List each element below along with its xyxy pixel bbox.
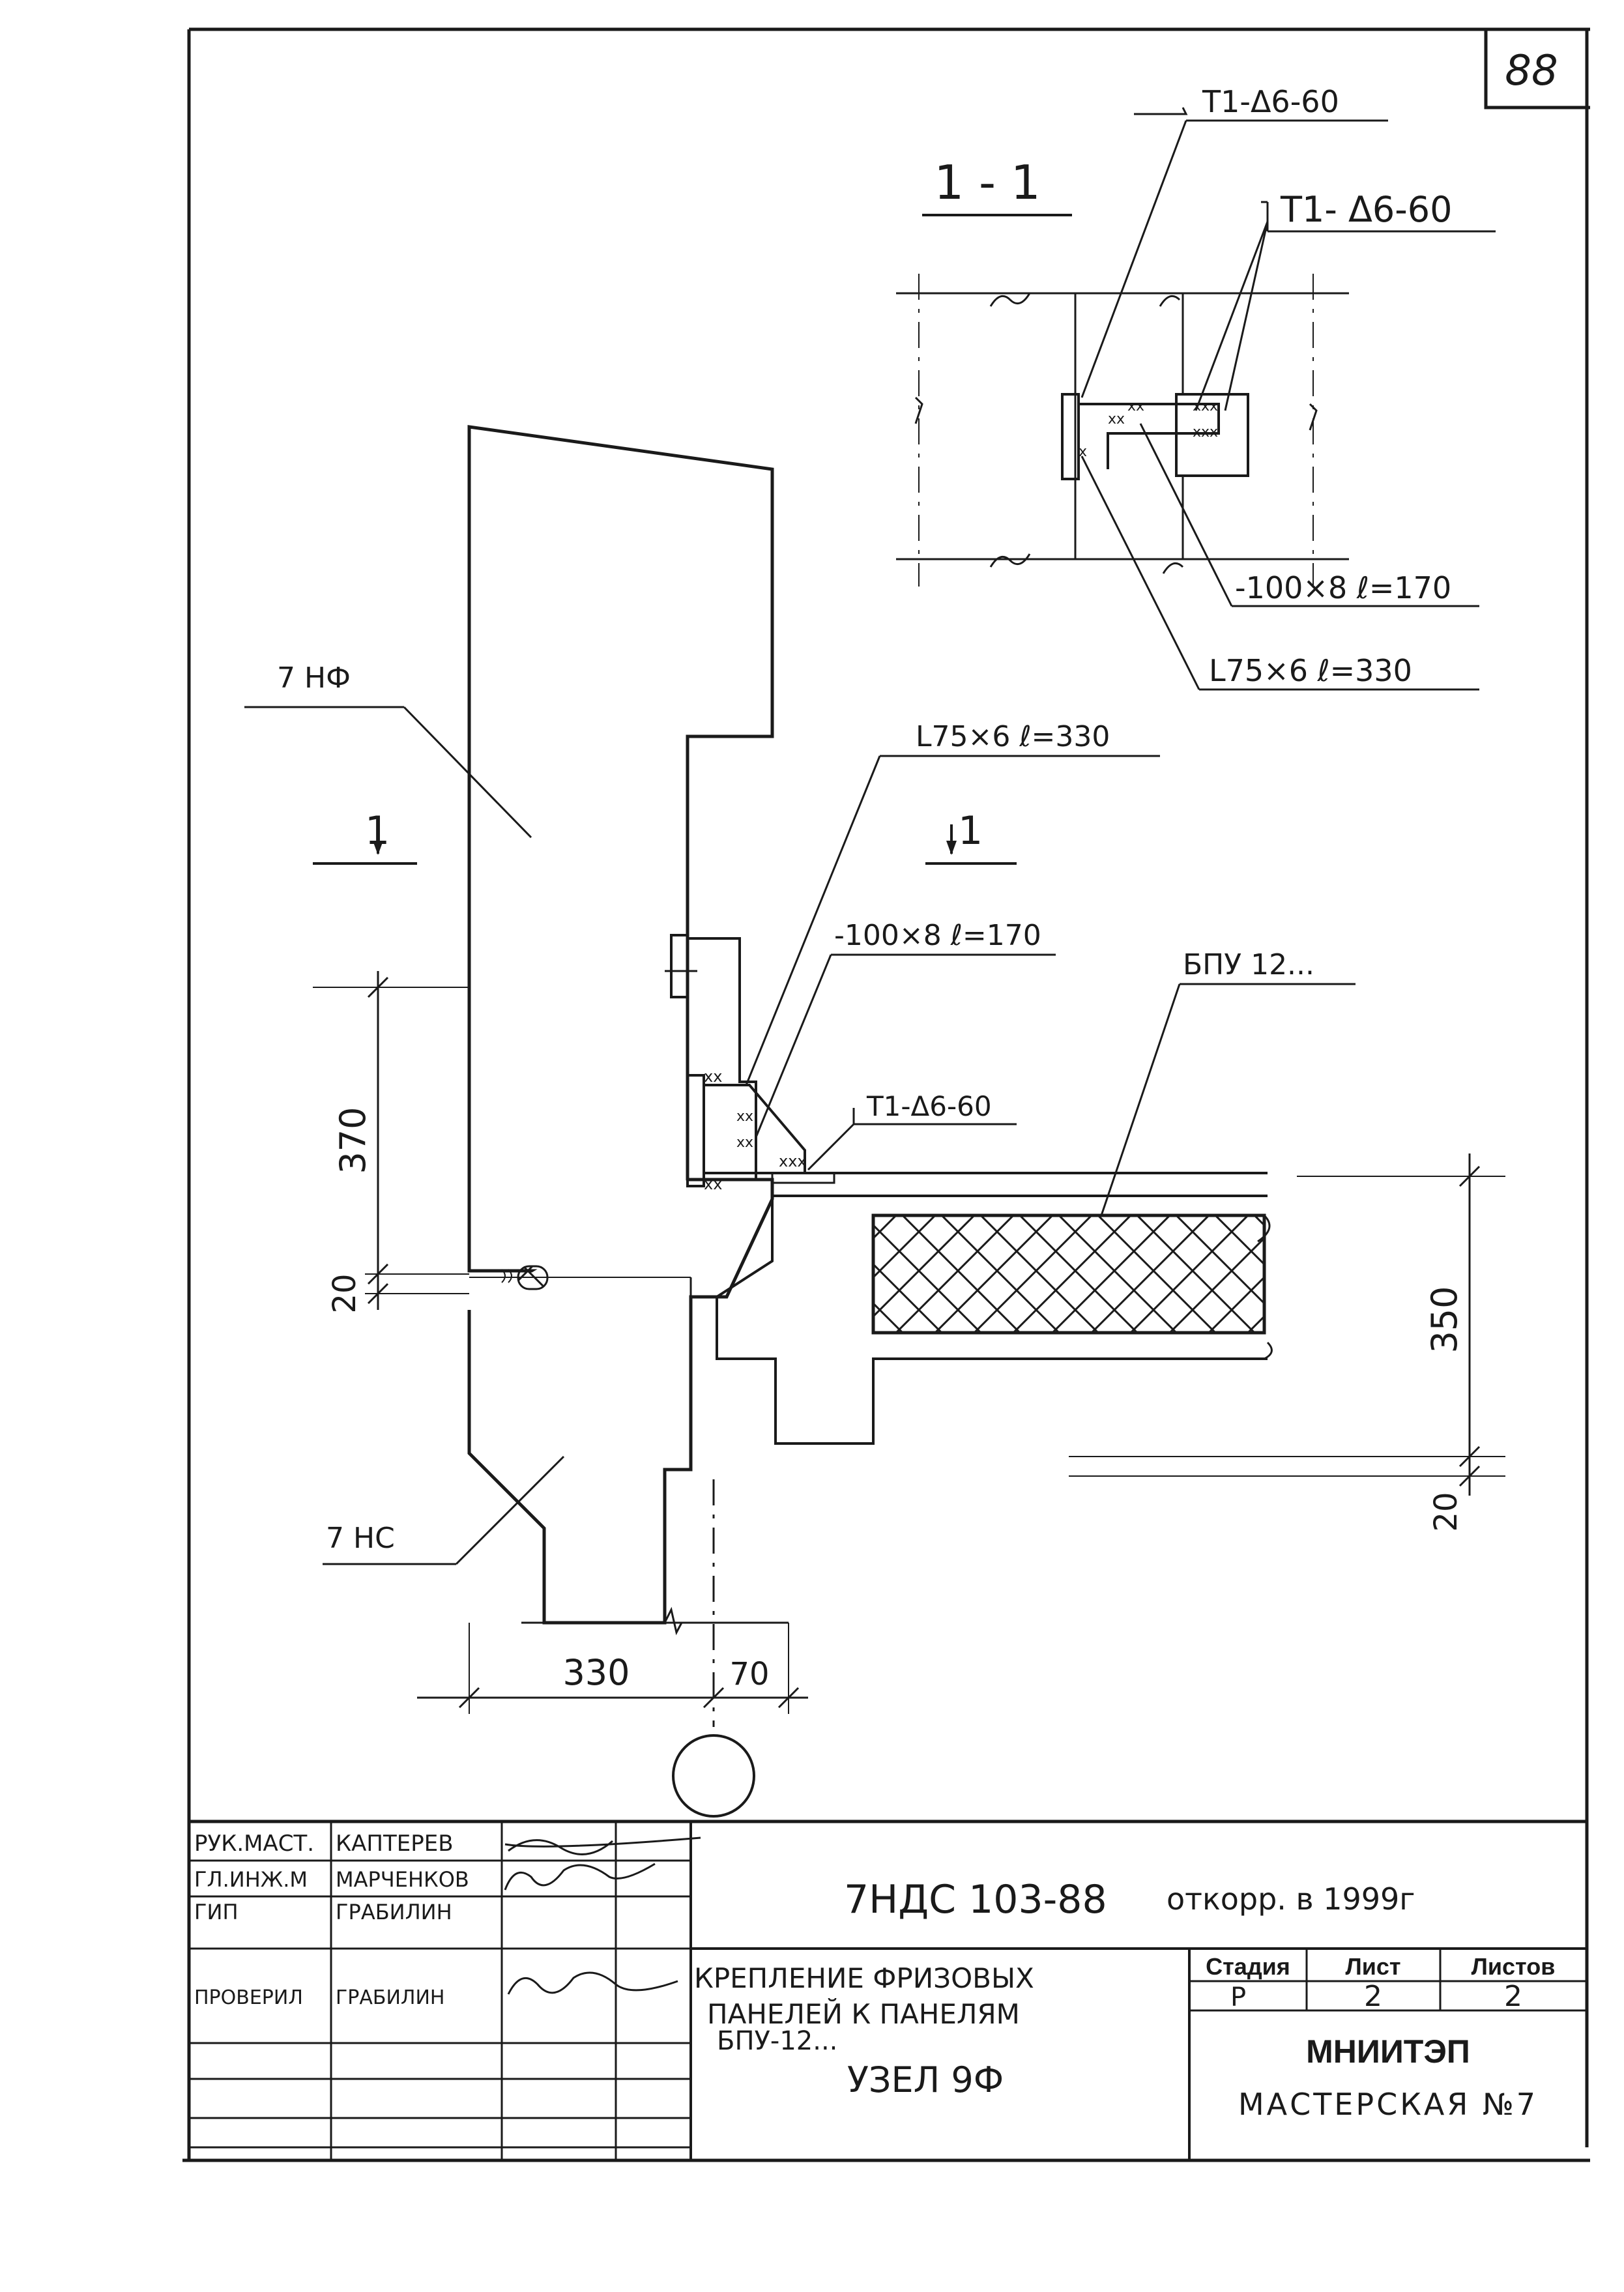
tb-role-2: ГЛ.ИНЖ.М bbox=[194, 1867, 308, 1892]
svg-text:xxx: xxx bbox=[779, 1152, 807, 1170]
dim-350: 350 bbox=[1424, 1286, 1465, 1353]
description-line-2: ПАНЕЛЕЙ К ПАНЕЛЯМ bbox=[707, 1997, 1020, 2030]
label-panel-upper: 7 НФ bbox=[277, 661, 351, 695]
svg-text:xx: xx bbox=[1127, 398, 1144, 414]
title-block-text: РУК.МАСТ. КАПТЕРЕВ ГЛ.ИНЖ.М МАРЧЕНКОВ ГИ… bbox=[194, 1831, 1555, 2122]
callout-plate-section: -100×8 ℓ=170 bbox=[1235, 570, 1451, 605]
correction-note: откорр. в 1999г bbox=[1167, 1881, 1415, 1917]
svg-text:xx: xx bbox=[704, 1067, 722, 1086]
svg-text:xx: xx bbox=[704, 1175, 722, 1193]
stage-header: Стадия bbox=[1206, 1953, 1290, 1980]
dim-370: 370 bbox=[332, 1107, 373, 1174]
sheet-value: 2 bbox=[1364, 1980, 1382, 2013]
title-block bbox=[189, 1820, 1587, 2160]
panel-upper-outline bbox=[467, 425, 774, 1273]
sheet-frame bbox=[182, 27, 1590, 2162]
dim-20-right: 20 bbox=[1428, 1492, 1464, 1531]
doc-code: 7НДС 103-88 bbox=[844, 1877, 1107, 1922]
description-line-1: КРЕПЛЕНИЕ ФРИЗОВЫХ bbox=[694, 1962, 1034, 1994]
org-name: МНИИТЭП bbox=[1306, 2033, 1470, 2070]
signature-kapterev bbox=[504, 1836, 701, 1855]
page-number-box: 88 bbox=[1484, 29, 1590, 109]
svg-text:x: x bbox=[1079, 444, 1087, 460]
callout-angle-section: L75×6 ℓ=330 bbox=[1209, 653, 1412, 688]
description-line-4: УЗЕЛ 9Ф bbox=[847, 2059, 1004, 2100]
description-line-3: БПУ-12... bbox=[717, 2026, 837, 2056]
sheets-value: 2 bbox=[1504, 1980, 1522, 2013]
sheets-header: Листов bbox=[1472, 1953, 1556, 1980]
dim-20-left: 20 bbox=[326, 1273, 363, 1313]
axis-bubble bbox=[672, 1734, 755, 1818]
sheet-header: Лист bbox=[1345, 1953, 1400, 1980]
tb-name-2: МАРЧЕНКОВ bbox=[336, 1867, 469, 1892]
dim-70: 70 bbox=[729, 1656, 769, 1692]
label-panel-lower: 7 НС bbox=[326, 1522, 395, 1555]
svg-text:xx: xx bbox=[736, 1109, 753, 1125]
insulation-hatch bbox=[871, 1213, 1266, 1335]
signature-grabilin-1 bbox=[504, 1863, 656, 1891]
callout-angle-main: L75×6 ℓ=330 bbox=[916, 720, 1110, 753]
tb-role-3: ГИП bbox=[194, 1900, 239, 1924]
tb-name-4: ГРАБИЛИН bbox=[336, 1986, 445, 2009]
section-marker-right: 1 bbox=[958, 808, 983, 854]
callout-plate-main: -100×8 ℓ=170 bbox=[834, 919, 1041, 952]
tb-name-3: ГРАБИЛИН bbox=[336, 1900, 452, 1924]
svg-text:xxx: xxx bbox=[1193, 398, 1218, 414]
tb-role-4: ПРОВЕРИЛ bbox=[194, 1986, 303, 2009]
stage-value: Р bbox=[1230, 1982, 1246, 2012]
section-detail: 1 - 1 xx xxx xxx xx x T1-Δ6-60 bbox=[896, 84, 1496, 691]
svg-text:xxx: xxx bbox=[1193, 424, 1218, 441]
callout-t1-main: T1-Δ6-60 bbox=[866, 1090, 992, 1122]
workshop-name: МАСТЕРСКАЯ №7 bbox=[1238, 2087, 1538, 2122]
tb-role-1: РУК.МАСТ. bbox=[194, 1831, 314, 1857]
section-title: 1 - 1 bbox=[934, 155, 1040, 210]
callout-t1-mid: T1- Δ6-60 bbox=[1280, 189, 1453, 230]
main-detail: xx xx xx xx xxx 1 1 7 НФ 7 НС bbox=[244, 425, 1505, 1818]
dim-330: 330 bbox=[562, 1652, 630, 1693]
callout-t1-top: T1-Δ6-60 bbox=[1202, 84, 1339, 119]
svg-text:xx: xx bbox=[1108, 411, 1125, 428]
signature-grabilin-2 bbox=[507, 1971, 678, 1995]
callout-bpu: БПУ 12... bbox=[1183, 948, 1314, 981]
page-number: 88 bbox=[1505, 47, 1558, 95]
tb-name-1: КАПТЕРЕВ bbox=[336, 1831, 454, 1857]
svg-text:xx: xx bbox=[736, 1135, 753, 1151]
